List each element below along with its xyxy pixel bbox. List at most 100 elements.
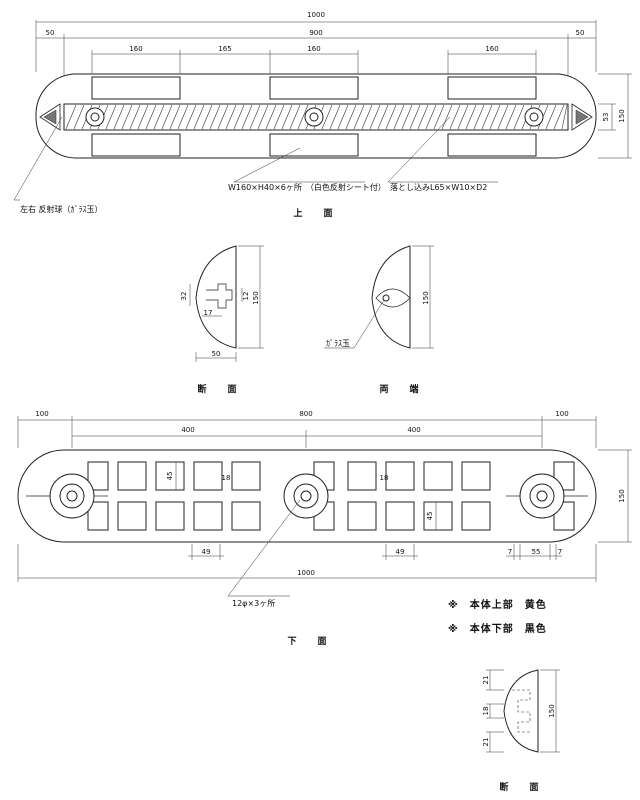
dim-150: 150 [422,291,430,304]
hatch-line [137,104,149,130]
bottom-pocket [193,461,223,491]
dim-17: 17 [204,309,213,317]
title-section: 断 面 [197,383,242,395]
hatch-line [321,104,333,130]
label-sheet: W160×H40×6ヶ所 （白色反射シート付） [228,182,386,192]
dim-height: 150 [618,109,626,122]
hatch-line [545,104,557,130]
hatch-line [273,104,285,130]
hatch-line [185,104,197,130]
reflector-right-inner [575,109,589,125]
hatch-line [417,104,429,130]
bottom-pocket [347,461,377,491]
hatch-line [377,104,389,130]
bottom-pocket [385,461,415,491]
hatch-line [337,104,349,130]
hatch-line [489,104,501,130]
title-top-view: 上 面 [293,207,338,219]
dim-inner: 900 [309,29,322,37]
hatch-line [121,104,133,130]
section-view: 150 32 12 17 50 断 面 [180,245,264,395]
bottom-pocket [461,501,491,531]
dim-150: 150 [252,291,260,304]
reflector-left-inner [43,109,57,125]
dim-pad-1: 160 [129,45,142,53]
bottom-pocket [87,501,109,531]
dim-height: 150 [618,489,626,502]
bolt-hole-inner [309,112,319,122]
dim-21-a: 21 [482,676,490,685]
dim-50: 50 [212,350,221,358]
glass-ball [382,294,390,302]
end-outline [371,245,411,349]
reflective-sheet [91,76,181,100]
small-section-outline [503,669,539,753]
hatch-line [241,104,253,130]
hatch-line [329,104,341,130]
note-lower-color: ※ 本体下部 黒色 [448,622,547,635]
hatch-line [257,104,269,130]
reflective-sheet [447,133,537,157]
dim-half-left: 400 [181,426,194,434]
dim-45-a: 45 [166,472,174,481]
dim-end-right: 100 [555,410,568,418]
hatch-line [393,104,405,130]
dim-18: 18 [482,707,490,716]
hatch-line [457,104,469,130]
dim-half-right: 400 [407,426,420,434]
hatch-line [401,104,413,130]
hatch-line [481,104,493,130]
dim-45-b: 45 [426,512,434,521]
hatch-line [161,104,173,130]
hatch-line [225,104,237,130]
hatch-line [217,104,229,130]
reflective-sheet [269,133,359,157]
bottom-pocket [231,461,261,491]
hatch-line [449,104,461,130]
bolt-boss-right [506,473,588,519]
hatch-line [113,104,125,130]
small-section: 21 18 21 150 断 面 [482,669,560,793]
top-view: 1000 50 900 50 160 165 160 160 [13,11,632,219]
bottom-pocket [347,501,377,531]
hatch-line [345,104,357,130]
hatch-line [361,104,373,130]
hatch-line [441,104,453,130]
hatch-line [505,104,517,130]
hatch-line [409,104,421,130]
hatch-line [297,104,309,130]
dim-55: 55 [532,548,541,556]
bottom-pocket [117,461,147,491]
bolt-hole-inner [90,112,100,122]
dim-21-b: 21 [482,738,490,747]
hatch-line [105,104,117,130]
hatch-line [65,104,77,130]
bolt-boss-center [283,473,329,519]
bottom-pocket [423,501,453,531]
bottom-pocket [155,461,185,491]
bottom-pocket [155,501,185,531]
hatch-line [513,104,525,130]
hatch-line [433,104,445,130]
title-small-section: 断 面 [499,781,544,793]
bottom-pocket [385,501,415,531]
reflective-sheet [447,76,537,100]
section-outline [195,245,237,349]
hatch-line [169,104,181,130]
hatch-line [473,104,485,130]
dim-49-b: 49 [396,548,405,556]
hatch-line [129,104,141,130]
bottom-pocket [423,461,453,491]
dim-pad-3: 160 [485,45,498,53]
dim-inner-height: 53 [602,113,610,122]
hatch-line [425,104,437,130]
title-end: 両 端 [379,383,424,395]
hatch-line [369,104,381,130]
note-upper-color: ※ 本体上部 黄色 [448,598,547,611]
dim-total: 1000 [297,569,315,577]
hatch-line [233,104,245,130]
bottom-pocket [117,501,147,531]
hatch-line [353,104,365,130]
hatch-line [561,104,568,130]
